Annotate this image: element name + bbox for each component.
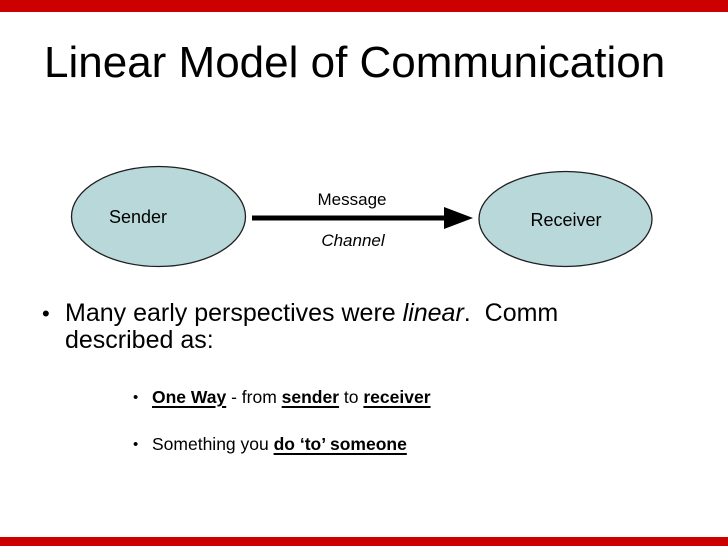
message-label: Message <box>318 190 387 209</box>
sub-bullet-one-way-text: One Way - from sender to receiver <box>152 387 431 408</box>
something-you-text: Something you <box>152 434 274 454</box>
arrow-head-icon <box>444 207 473 229</box>
main-text-part1: Many early perspectives were <box>65 299 403 327</box>
main-bullet-text: Many early perspectives were linear. Com… <box>65 300 558 354</box>
sub-bullet-something-you-text: Something you do ‘to’ someone <box>152 434 407 455</box>
sender-label: Sender <box>109 207 167 227</box>
top-accent-bar <box>0 0 728 12</box>
main-text-part3: . Comm <box>463 299 559 327</box>
receiver-text: receiver <box>363 387 431 407</box>
main-text-italic: linear <box>402 299 464 327</box>
receiver-label: Receiver <box>530 210 601 230</box>
slide-title: Linear Model of Communication <box>44 38 666 87</box>
sender-ellipse <box>70 165 247 268</box>
to-text: to <box>339 387 364 407</box>
bullet-marker: • <box>42 301 50 326</box>
receiver-ellipse <box>478 170 653 268</box>
do-to-someone-text: do ‘to’ someone <box>273 434 407 454</box>
main-text-part4: described as: <box>65 326 214 354</box>
bottom-accent-bar <box>0 537 728 546</box>
sub-bullet-one-way: • One Way - from sender to receiver <box>133 387 553 408</box>
sender-text: sender <box>281 387 340 407</box>
channel-label: Channel <box>321 231 386 250</box>
from-text: - from <box>226 387 282 407</box>
bullet-marker: • <box>133 436 139 453</box>
bullet-marker: • <box>133 389 139 406</box>
sub-bullet-something-you: • Something you do ‘to’ someone <box>133 434 553 455</box>
one-way-text: One Way <box>152 387 227 407</box>
main-bullet: • Many early perspectives were linear. C… <box>42 300 617 354</box>
communication-diagram: Sender Receiver Message Channel <box>70 165 653 268</box>
